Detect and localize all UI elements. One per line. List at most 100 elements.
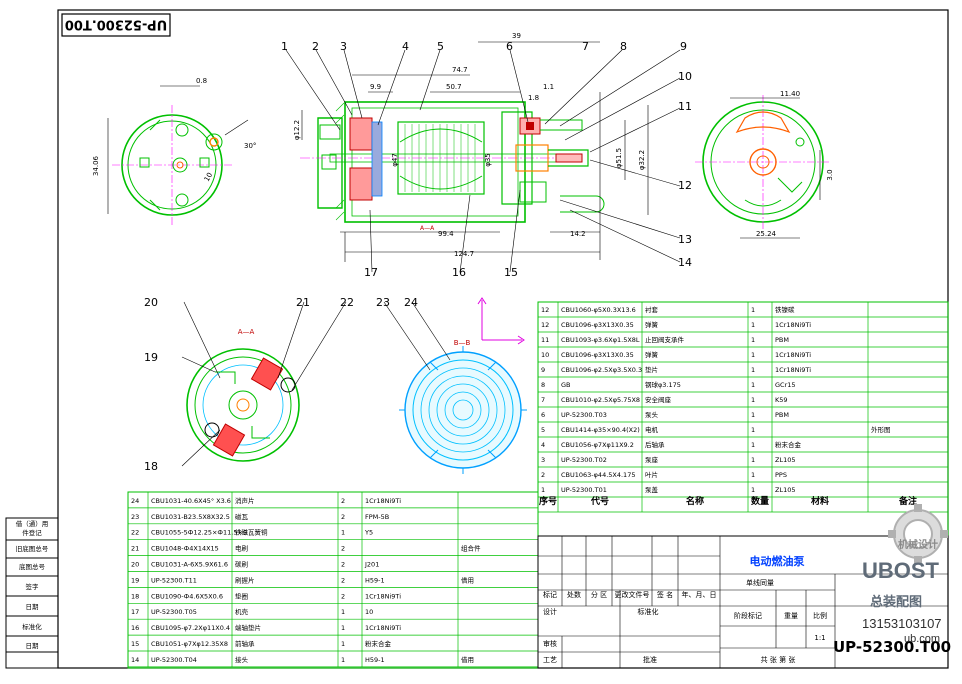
rev-header-0: 标记 bbox=[543, 590, 557, 599]
dim-34-06: 34.06 bbox=[92, 155, 100, 176]
dim-74-7: 74.7 bbox=[452, 66, 468, 74]
dim-phi47: φ47 bbox=[391, 153, 399, 167]
bom-left-cell-material: H59-1 bbox=[365, 656, 385, 664]
balloon-9: 9 bbox=[680, 40, 687, 53]
bom-right-cell-no: 9 bbox=[541, 366, 545, 374]
bom-right-cell-code: CBU1096-φ3X13X0.35 bbox=[561, 351, 634, 359]
bom-left-cell-material: FPM-5B bbox=[365, 513, 389, 521]
bom-left-cell-name: 机壳 bbox=[235, 607, 249, 616]
bom-right-cell-qty: 1 bbox=[751, 351, 755, 359]
bom-right-cell-no: 1 bbox=[541, 486, 545, 494]
bom-right-header-material: 材料 bbox=[810, 495, 829, 507]
axis-arrows bbox=[477, 297, 525, 345]
bom-right-cell-no: 4 bbox=[541, 441, 545, 449]
bom-right-cell-name: 钢球φ3.175 bbox=[645, 380, 681, 389]
bom-left-cell-remark: 借用 bbox=[461, 655, 474, 664]
bom-right-cell-qty: 1 bbox=[751, 321, 755, 329]
sheet-count: 共 张 第 张 bbox=[761, 655, 796, 664]
bom-right-cell-no: 7 bbox=[541, 396, 545, 404]
bom-left-cell-code: CBU1048-Ф4Х14Х15 bbox=[151, 545, 219, 553]
balloon-20: 20 bbox=[144, 296, 158, 309]
bom-left-cell-qty: 2 bbox=[341, 561, 345, 569]
outer-frame bbox=[57, 9, 949, 669]
title-block: 标记 处数 分 区 更改文件号 签 名 年、月、日 设计 标准化 审核 工艺 批… bbox=[537, 535, 951, 669]
bom-right-cell-name: 泵座 bbox=[645, 455, 659, 464]
bom-right-cell-no: 8 bbox=[541, 381, 545, 389]
bom-left-cell-name: 消声片 bbox=[235, 496, 255, 505]
bom-left-cell-code: UP-52300.T04 bbox=[151, 656, 197, 664]
bom-right-cell-no: 6 bbox=[541, 411, 545, 419]
balloon-2: 2 bbox=[312, 40, 319, 53]
section-mark-bb: B—B bbox=[454, 339, 471, 347]
drawing-title: 电动燃油泵 bbox=[750, 554, 805, 568]
bom-right-cell-material: 铁镍碳 bbox=[775, 305, 795, 314]
bom-left-cell-code: CBU1055-5Ф12.25×Ф11.5×9 bbox=[151, 529, 247, 537]
bom-right-cell-material: PPS bbox=[775, 471, 787, 479]
dim-phi51-5: φ51.5 bbox=[615, 148, 623, 168]
bom-right-cell-code: GB bbox=[561, 381, 571, 389]
bom-left-cell-code: CBU1095-φ7.2Xφ11X0.4 bbox=[151, 624, 230, 632]
stamp-label-5: 日期 bbox=[26, 603, 40, 611]
balloon-12: 12 bbox=[678, 179, 692, 192]
rev-header-1: 处数 bbox=[567, 590, 581, 599]
bom-left-cell-code: CBU1051-φ7Хφ12.35X8 bbox=[151, 640, 228, 648]
dim-99-4: 99.4 bbox=[438, 230, 454, 238]
bom-left-cell-code: CBU1031-A-6X5.9X61.6 bbox=[151, 561, 228, 569]
bom-right-cell-name: 弹簧 bbox=[645, 320, 659, 329]
bom-right-cell-no: 11 bbox=[541, 336, 549, 344]
bom-right-cell-code: CBU1414-φ35×90.4(X2) bbox=[561, 426, 640, 434]
balloon-1: 1 bbox=[281, 40, 288, 53]
dim-phi35: φ35 bbox=[484, 153, 492, 167]
dim-124-7: 124.7 bbox=[454, 250, 474, 258]
main-view-dims: 39 74.7 9.9 50.7 1.1 φ12.2 φ47 φ35 φ51.5… bbox=[293, 32, 646, 258]
balloon-24: 24 bbox=[404, 296, 418, 309]
bom-right-cell-qty: 1 bbox=[751, 366, 755, 374]
balloon-numbers: 1 2 3 4 5 6 7 8 9 10 11 12 13 14 15 16 1… bbox=[144, 40, 692, 473]
section-mark-aa: A—A bbox=[238, 328, 255, 336]
role-check: 审核 bbox=[543, 639, 557, 648]
bom-left-cell-qty: 1 bbox=[341, 608, 345, 616]
bom-left-cell-qty: 2 bbox=[341, 497, 345, 505]
bom-right-header-remark: 备注 bbox=[898, 495, 917, 507]
balloon-14: 14 bbox=[678, 256, 692, 269]
role-approve: 批准 bbox=[643, 655, 657, 664]
bom-left-cell-qty: 2 bbox=[341, 576, 345, 584]
balloon-10: 10 bbox=[678, 70, 692, 83]
dim-3-0: 3.0 bbox=[826, 169, 834, 180]
balloon-8: 8 bbox=[620, 40, 627, 53]
bom-left-cell-qty: 1 bbox=[341, 640, 345, 648]
bom-right-header-qty: 数量 bbox=[751, 495, 769, 507]
balloon-leaders bbox=[181, 49, 681, 467]
balloon-18: 18 bbox=[144, 460, 158, 473]
main-section-view bbox=[300, 41, 649, 262]
dim-39: 39 bbox=[512, 32, 521, 40]
bom-left-cell-name: 电刷 bbox=[235, 544, 248, 553]
watermark-phone: 13153103107 bbox=[862, 616, 942, 631]
bom-right-cell-code: UP-52300.T02 bbox=[561, 456, 607, 464]
balloon-15: 15 bbox=[504, 266, 518, 279]
rev-header-3: 更改文件号 bbox=[615, 590, 650, 599]
bom-left-cell-no: 16 bbox=[131, 624, 139, 632]
bom-right-cell-qty: 1 bbox=[751, 306, 755, 314]
balloon-21: 21 bbox=[296, 296, 310, 309]
bom-left-cell-code: CBU1031-40.6X45° X3.6 bbox=[151, 497, 231, 505]
bom-right-cell-qty: 1 bbox=[751, 486, 755, 494]
bom-right-cell-no: 12 bbox=[541, 321, 549, 329]
role-standard: 标准化 bbox=[638, 607, 659, 616]
bom-left-cell-no: 20 bbox=[131, 561, 139, 569]
bom-right-cell-material: 1Cr18Ni9Ti bbox=[775, 351, 811, 359]
balloon-5: 5 bbox=[437, 40, 444, 53]
front-view-dims: 0.8 34.06 10 30° bbox=[92, 77, 256, 183]
bom-right-cell-code: CBU1096-φ2.5Xφ3.5X0.3 bbox=[561, 366, 642, 374]
bom-right-cell-code: UP-52300.T03 bbox=[561, 411, 607, 419]
bom-left-cell-no: 24 bbox=[131, 497, 139, 505]
bom-right-cell-material: ZL105 bbox=[775, 456, 795, 464]
dim-25-24: 25.24 bbox=[756, 230, 777, 238]
rev-header-2: 分 区 bbox=[591, 590, 607, 599]
bom-right-cell-no: 5 bbox=[541, 426, 545, 434]
section-bb-view bbox=[399, 346, 527, 474]
bom-right-cell-remark: 外形图 bbox=[871, 425, 891, 434]
stamp-label-0: 借（通）用 bbox=[16, 519, 49, 528]
bom-left-cell-material: 粉末合金 bbox=[365, 639, 392, 648]
